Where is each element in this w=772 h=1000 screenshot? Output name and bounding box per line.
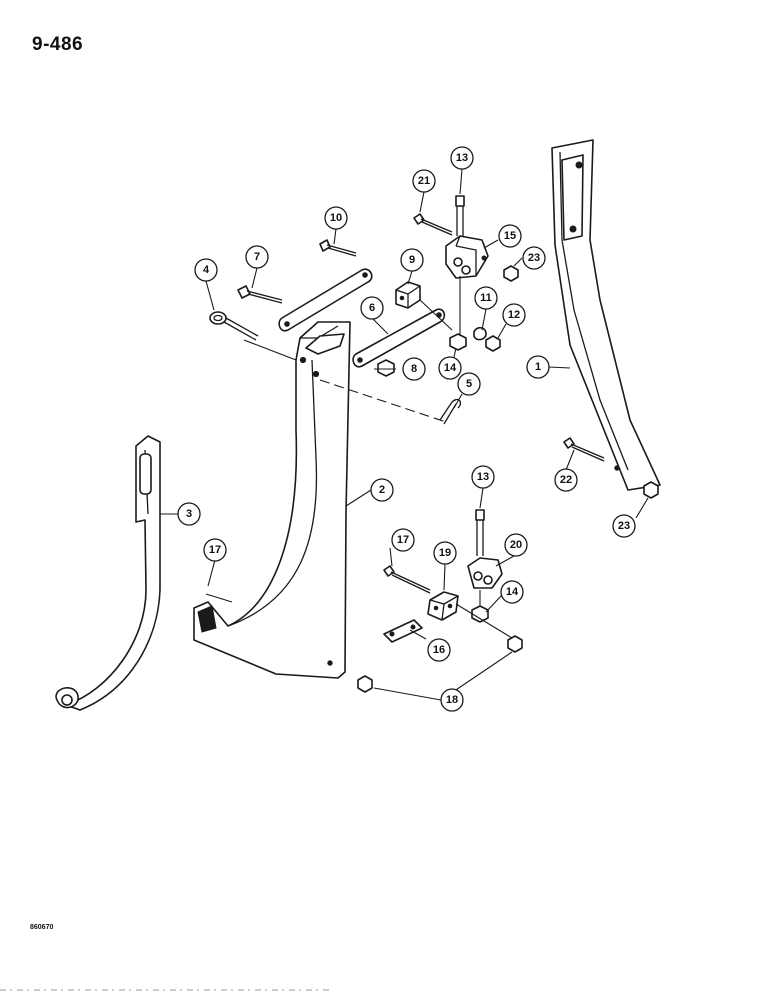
callout-8: 8	[402, 357, 426, 381]
callout-7: 7	[245, 245, 269, 269]
callout-6: 6	[360, 296, 384, 320]
part-8-nut	[377, 359, 395, 377]
callout-6-label: 6	[369, 302, 375, 314]
callout-14-upper: 14	[438, 356, 462, 380]
part-3-brace	[55, 435, 161, 711]
page-number: 9-486	[32, 34, 84, 55]
part-10-bolt	[319, 239, 357, 257]
callout-5: 5	[457, 372, 481, 396]
callout-13-lower: 13	[471, 465, 495, 489]
callout-18-label: 18	[446, 694, 458, 706]
callout-2-label: 2	[379, 484, 385, 496]
part-7-bolt	[237, 285, 283, 304]
callout-13-upper-label: 13	[456, 152, 468, 164]
callout-15-label: 15	[504, 230, 516, 242]
callout-17-left: 17	[203, 538, 227, 562]
callout-14-upper-label: 14	[444, 362, 457, 374]
upper-clamp	[413, 195, 519, 352]
callout-23-lower: 23	[612, 514, 636, 538]
callout-12-label: 12	[508, 309, 520, 321]
callout-22: 22	[554, 468, 578, 492]
callout-19: 19	[433, 541, 457, 565]
part-5-pin	[439, 398, 462, 425]
part-1-shank	[551, 139, 661, 491]
callout-11-label: 11	[480, 292, 492, 304]
part-2-standard	[193, 321, 351, 679]
part-4-eye-bolt	[209, 311, 259, 341]
leader-lines	[160, 168, 649, 701]
callout-17-center-label: 17	[397, 534, 409, 546]
callout-10-label: 10	[330, 212, 342, 224]
callout-12: 12	[502, 303, 526, 327]
callout-21: 21	[412, 169, 436, 193]
callout-17-center: 17	[391, 528, 415, 552]
callout-20: 20	[504, 533, 528, 557]
callout-2: 2	[370, 478, 394, 502]
callout-9-label: 9	[409, 254, 415, 266]
callout-15: 15	[498, 224, 522, 248]
callout-3-label: 3	[186, 508, 192, 520]
lower-clamp	[357, 509, 523, 693]
callout-19-label: 19	[439, 547, 451, 559]
callout-22-label: 22	[560, 474, 572, 486]
callout-20-label: 20	[510, 539, 522, 551]
callout-23-upper-label: 23	[528, 252, 540, 264]
shank-bottom-hardware	[563, 437, 659, 499]
callout-13-lower-label: 13	[477, 471, 489, 483]
callout-1-label: 1	[535, 361, 541, 373]
callout-16-label: 16	[433, 644, 445, 656]
callout-23-lower-label: 23	[618, 520, 630, 532]
callout-21-label: 21	[418, 175, 430, 187]
callout-23-upper: 23	[522, 246, 546, 270]
callout-10: 10	[324, 206, 348, 230]
callout-14-lower: 14	[500, 580, 524, 604]
callout-3: 3	[177, 502, 201, 526]
callout-9: 9	[400, 248, 424, 272]
callout-17-left-label: 17	[209, 544, 221, 556]
callout-18: 18	[440, 688, 464, 712]
part-9-block	[395, 281, 421, 309]
callout-16: 16	[427, 638, 451, 662]
callout-1: 1	[526, 355, 550, 379]
assembly-lines	[205, 276, 513, 639]
part-6-links	[278, 268, 446, 368]
callout-14-lower-label: 14	[506, 586, 519, 598]
callout-8-label: 8	[411, 363, 417, 375]
figure-code: 860670	[30, 924, 54, 931]
callout-4-label: 4	[203, 264, 210, 276]
callout-13-upper: 13	[450, 146, 474, 170]
callout-4: 4	[194, 258, 218, 282]
callout-5-label: 5	[466, 378, 472, 390]
callout-11: 11	[474, 286, 498, 310]
callout-7-label: 7	[254, 251, 260, 263]
